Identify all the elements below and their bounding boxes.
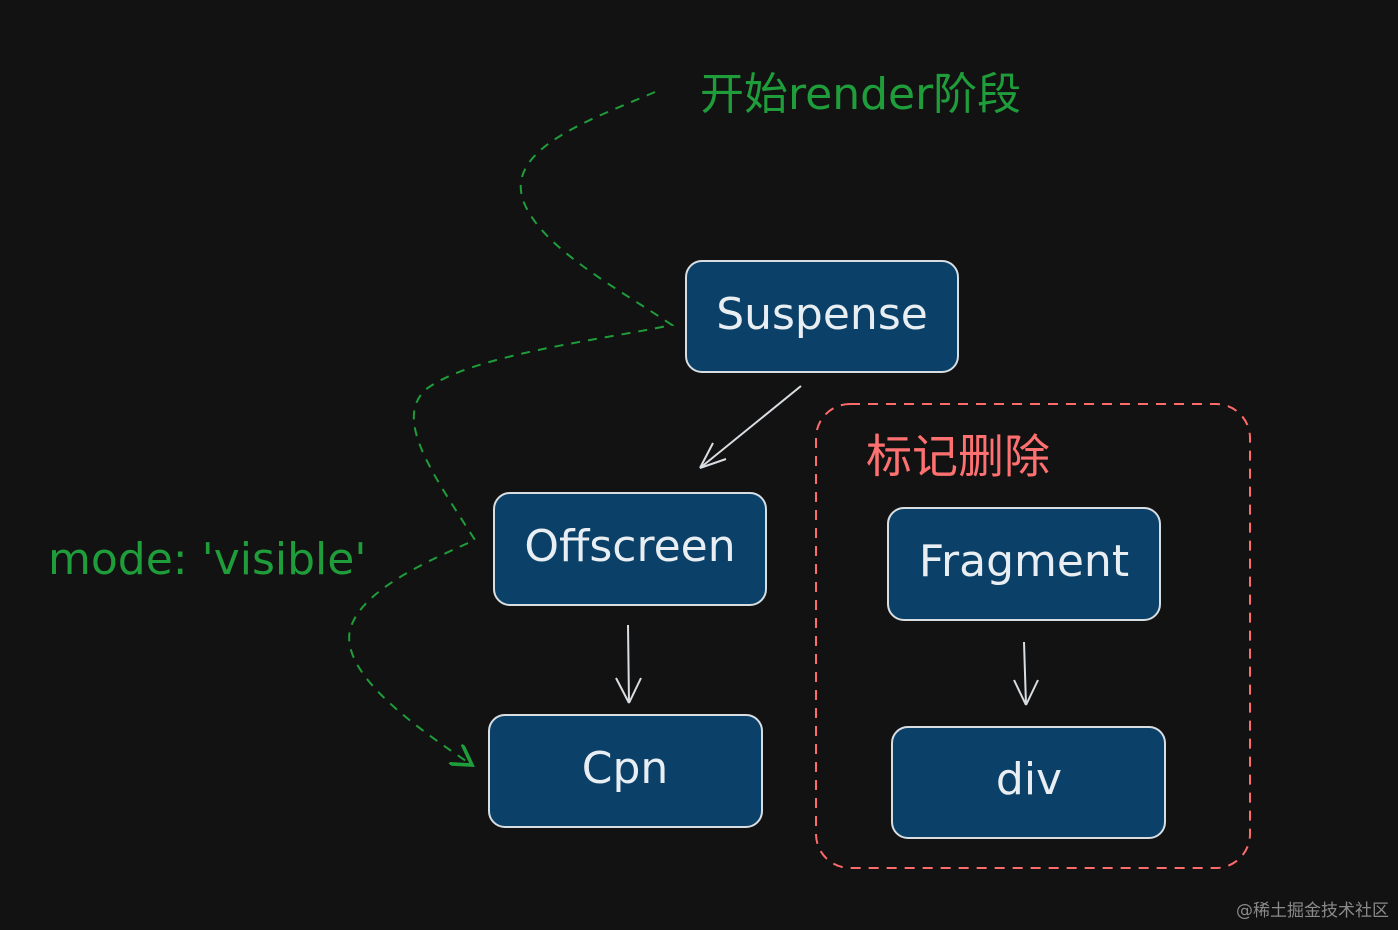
fragment-to-div-arrow <box>1013 641 1039 706</box>
node-div: div <box>891 726 1166 839</box>
node-cpn: Cpn <box>488 714 763 828</box>
mode-visible-label: mode: 'visible' <box>48 534 366 585</box>
node-suspense-label: Suspense <box>716 289 928 340</box>
delete-group-box <box>815 403 1251 869</box>
suspense-to-offscreen-arrow <box>699 385 802 469</box>
node-cpn-label: Cpn <box>582 743 669 794</box>
node-div-label: div <box>996 754 1062 805</box>
offscreen-to-cpn-arrow <box>615 624 642 704</box>
render-phase-label: 开始render阶段 <box>700 69 1021 120</box>
node-offscreen-label: Offscreen <box>524 521 735 572</box>
mark-delete-label: 标记删除 <box>866 430 1050 484</box>
node-suspense: Suspense <box>685 260 959 373</box>
node-fragment: Fragment <box>887 507 1161 621</box>
node-fragment-label: Fragment <box>919 536 1129 587</box>
node-offscreen: Offscreen <box>493 492 767 606</box>
watermark: @稀土掘金技术社区 <box>1236 901 1389 921</box>
render-flow-path <box>348 91 675 765</box>
